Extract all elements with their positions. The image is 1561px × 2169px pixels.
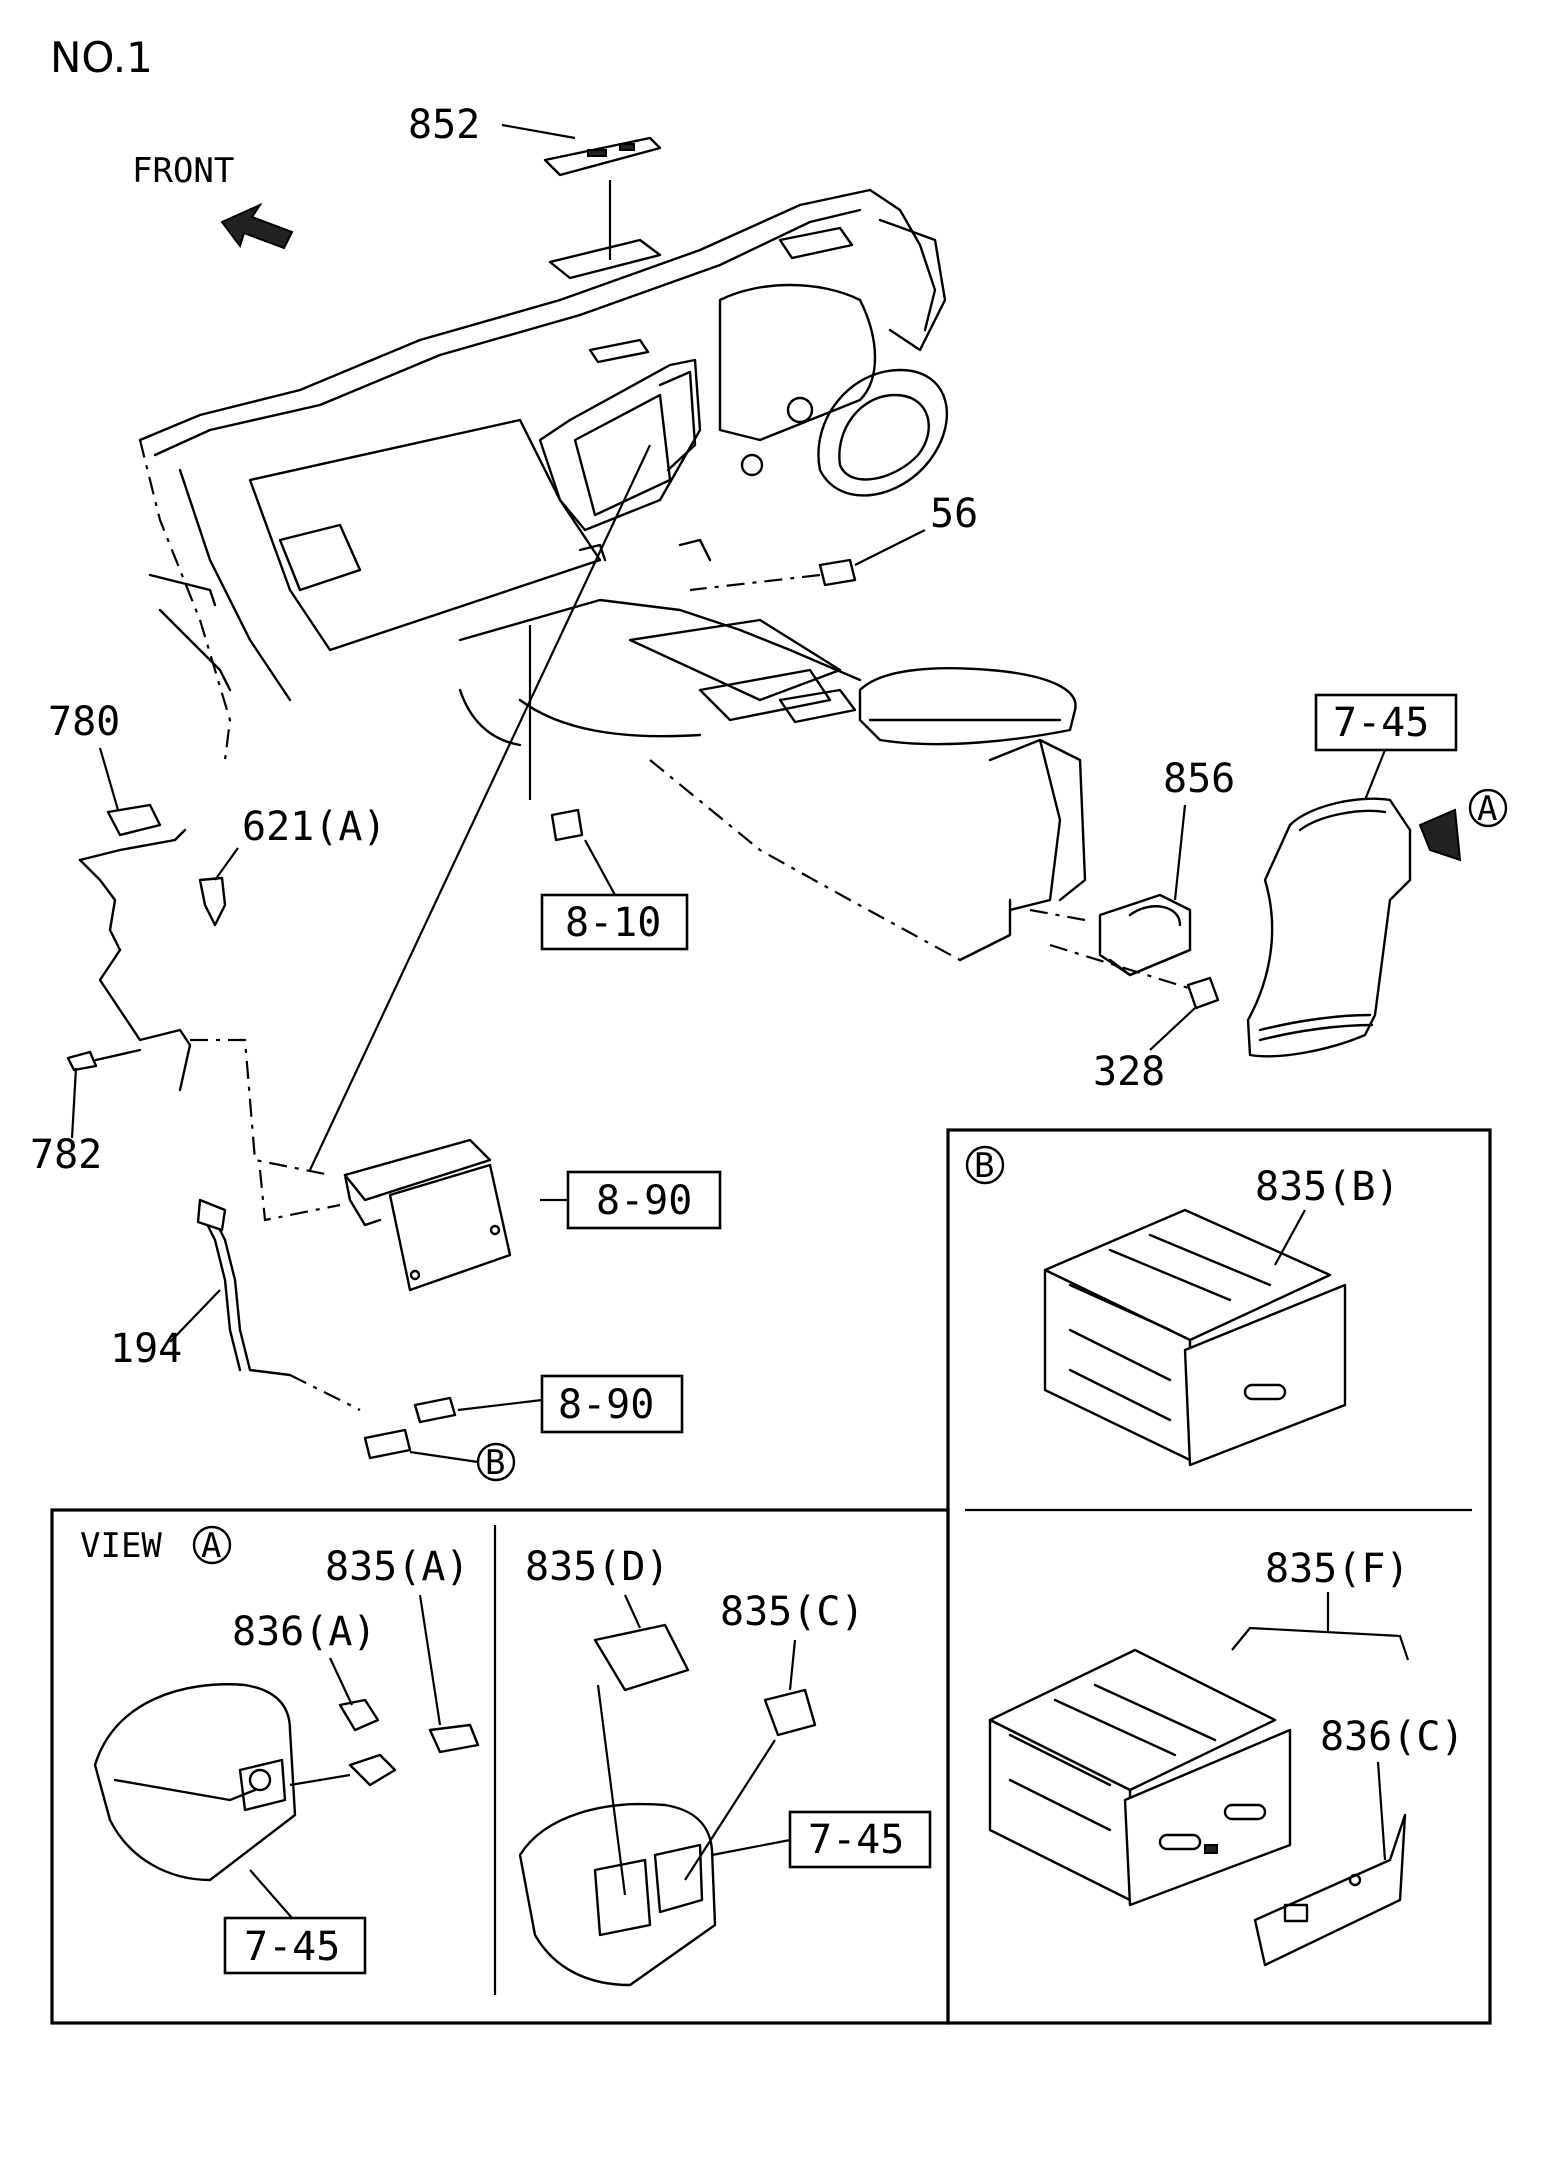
part-328 bbox=[1186, 976, 1220, 1010]
callout-328: 328 bbox=[1093, 1049, 1165, 1095]
callout-836c: 836(C) bbox=[1320, 1714, 1465, 1760]
part-audio-unit bbox=[343, 1138, 512, 1292]
part-7-45-rear-panel bbox=[1246, 797, 1412, 1058]
part-836c bbox=[1253, 1813, 1407, 1967]
callout-835d: 835(D) bbox=[525, 1544, 670, 1590]
view-a-label-marker: A bbox=[201, 1526, 221, 1566]
callout-835c: 835(C) bbox=[720, 1589, 865, 1635]
ref-box-7-45-mid bbox=[788, 1810, 932, 1869]
ref-7-45-view: 7-45 bbox=[244, 1924, 340, 1970]
view-a-panel-left bbox=[93, 1683, 480, 1882]
part-780 bbox=[78, 803, 187, 952]
marker-b-detail-circle bbox=[965, 1145, 1005, 1185]
ref-box-8-90-a bbox=[566, 1170, 722, 1230]
screw-icon bbox=[198, 876, 227, 927]
ref-b-marker: B bbox=[485, 1443, 505, 1483]
page-title: NO.1 bbox=[50, 33, 153, 82]
callout-621a: 621(A) bbox=[242, 804, 387, 850]
callout-852: 852 bbox=[408, 102, 480, 148]
marker-a-circle bbox=[1468, 788, 1508, 828]
marker-b-circle bbox=[476, 1442, 516, 1482]
ref-8-10: 8-10 bbox=[565, 900, 661, 946]
ref-box-7-45-view bbox=[223, 1916, 367, 1975]
callout-835f: 835(F) bbox=[1265, 1546, 1410, 1592]
ref-box-8-10 bbox=[540, 893, 689, 951]
ref-7-45-mid: 7-45 bbox=[808, 1817, 904, 1863]
callout-194: 194 bbox=[110, 1326, 182, 1372]
view-a-panel-right bbox=[518, 1623, 817, 1987]
front-arrow-icon bbox=[220, 202, 294, 250]
front-label: FRONT bbox=[132, 151, 234, 191]
view-a-frame bbox=[50, 1508, 950, 2025]
part-194 bbox=[196, 1198, 292, 1377]
part-782 bbox=[66, 948, 192, 1092]
view-a-label-circle bbox=[192, 1525, 232, 1565]
part-835f bbox=[988, 1648, 1292, 1907]
ref-7-45-top: 7-45 bbox=[1333, 700, 1429, 746]
callout-856: 856 bbox=[1163, 756, 1235, 802]
ref-box-7-45-top bbox=[1314, 693, 1458, 752]
ref-8-90-b: 8-90 bbox=[558, 1382, 654, 1428]
part-852 bbox=[543, 136, 662, 260]
callout-836a: 836(A) bbox=[232, 1609, 377, 1655]
part-856 bbox=[1098, 893, 1192, 977]
view-a-arrow-icon bbox=[1418, 808, 1462, 862]
view-a-marker: A bbox=[1477, 789, 1497, 829]
view-a-label: VIEW bbox=[80, 1526, 162, 1566]
callout-780: 780 bbox=[48, 699, 120, 745]
ref-8-90-a: 8-90 bbox=[596, 1178, 692, 1224]
instrument-panel-illustration bbox=[138, 188, 1087, 962]
callout-835b: 835(B) bbox=[1255, 1164, 1400, 1210]
detail-b-marker: B bbox=[974, 1146, 994, 1186]
connector-parts bbox=[363, 1396, 457, 1460]
part-8-10 bbox=[528, 625, 616, 896]
callout-56: 56 bbox=[930, 491, 978, 537]
callout-782: 782 bbox=[30, 1132, 102, 1178]
part-835b bbox=[1043, 1208, 1347, 1467]
ref-box-8-90-b bbox=[540, 1374, 684, 1434]
part-56 bbox=[818, 558, 857, 587]
callout-835a: 835(A) bbox=[325, 1544, 470, 1590]
